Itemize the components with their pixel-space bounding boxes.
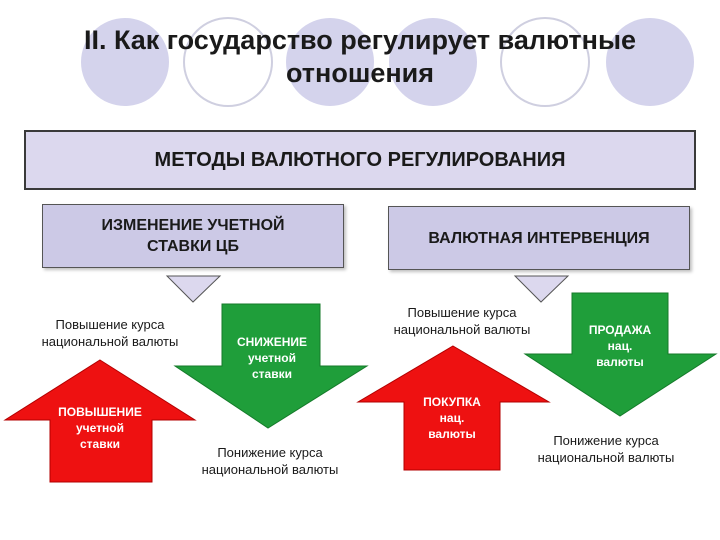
decor-circle <box>286 18 374 106</box>
methods-header-box: МЕТОДЫ ВАЛЮТНОГО РЕГУЛИРОВАНИЯ <box>24 130 696 190</box>
right-fall-label: Понижение курса национальной валюты <box>537 433 675 465</box>
left-fall-label: Понижение курса национальной валюты <box>201 445 339 477</box>
currency-intervention-box: ВАЛЮТНАЯ ИНТЕРВЕНЦИЯ <box>388 206 690 270</box>
decor-circle <box>500 17 590 107</box>
discount-rate-box: ИЗМЕНЕНИЕ УЧЕТНОЙ СТАВКИ ЦБ <box>42 204 344 268</box>
right-down-arrow-text: ПРОДАЖА нац. валюты <box>588 323 652 369</box>
left-up-arrow <box>3 359 197 483</box>
decor-circle <box>389 18 477 106</box>
right-rise-label: Повышение курса национальной валюты <box>393 305 531 337</box>
right-up-arrow <box>356 345 551 471</box>
left-down-arrow <box>173 303 369 429</box>
decor-circle <box>183 17 273 107</box>
right-up-arrow-text: ПОКУПКА нац. валюты <box>423 395 481 441</box>
left-down-arrow-text: СНИЖЕНИЕ учетной ставки <box>236 335 308 381</box>
left-up-arrow-text: ПОВЫШЕНИЕ учетной ставки <box>58 405 142 451</box>
right-down-arrow <box>523 292 718 417</box>
decor-circle <box>606 18 694 106</box>
left-rise-label: Повышение курса национальной валюты <box>41 317 179 349</box>
decor-circle <box>81 18 169 106</box>
left-box-pointer <box>165 275 222 303</box>
decorative-circles <box>81 17 694 107</box>
page-title: II. Как государство регулирует валютные … <box>83 25 637 88</box>
right-box-pointer <box>513 275 570 303</box>
